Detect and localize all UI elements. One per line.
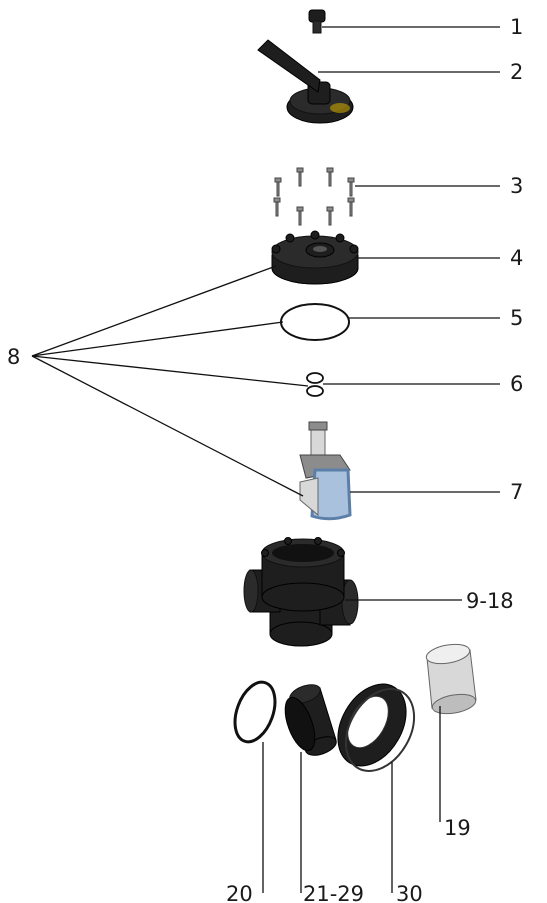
adapter-sleeve-icon (425, 643, 477, 715)
callout-1: 1 (510, 15, 523, 39)
callout-8: 8 (7, 345, 20, 369)
callout-30: 30 (396, 882, 423, 903)
handle-lever-icon (257, 39, 354, 124)
valve-cover-icon (271, 230, 359, 285)
callout-7: 7 (510, 480, 523, 504)
small-o-rings-icon (306, 372, 324, 397)
callout-3: 3 (510, 174, 523, 198)
valve-rotor-icon (299, 421, 352, 521)
knob-screw-icon (308, 9, 326, 34)
callout-19: 19 (444, 816, 471, 840)
union-tailpiece-icon (284, 684, 337, 756)
seal-kit-leaders (31, 265, 309, 497)
screws-icon (273, 167, 355, 226)
callout-4: 4 (510, 246, 523, 270)
callout-2: 2 (510, 60, 523, 84)
union-o-ring-icon (233, 680, 277, 744)
valve-body-icon (243, 537, 359, 647)
callout-21-29: 21-29 (303, 882, 364, 903)
callout-20: 20 (226, 882, 253, 903)
union-nut-icon (337, 683, 416, 772)
callout-5: 5 (510, 306, 523, 330)
callout-9-18: 9-18 (466, 589, 514, 613)
callout-6: 6 (510, 372, 523, 396)
large-o-ring-icon (280, 303, 350, 341)
